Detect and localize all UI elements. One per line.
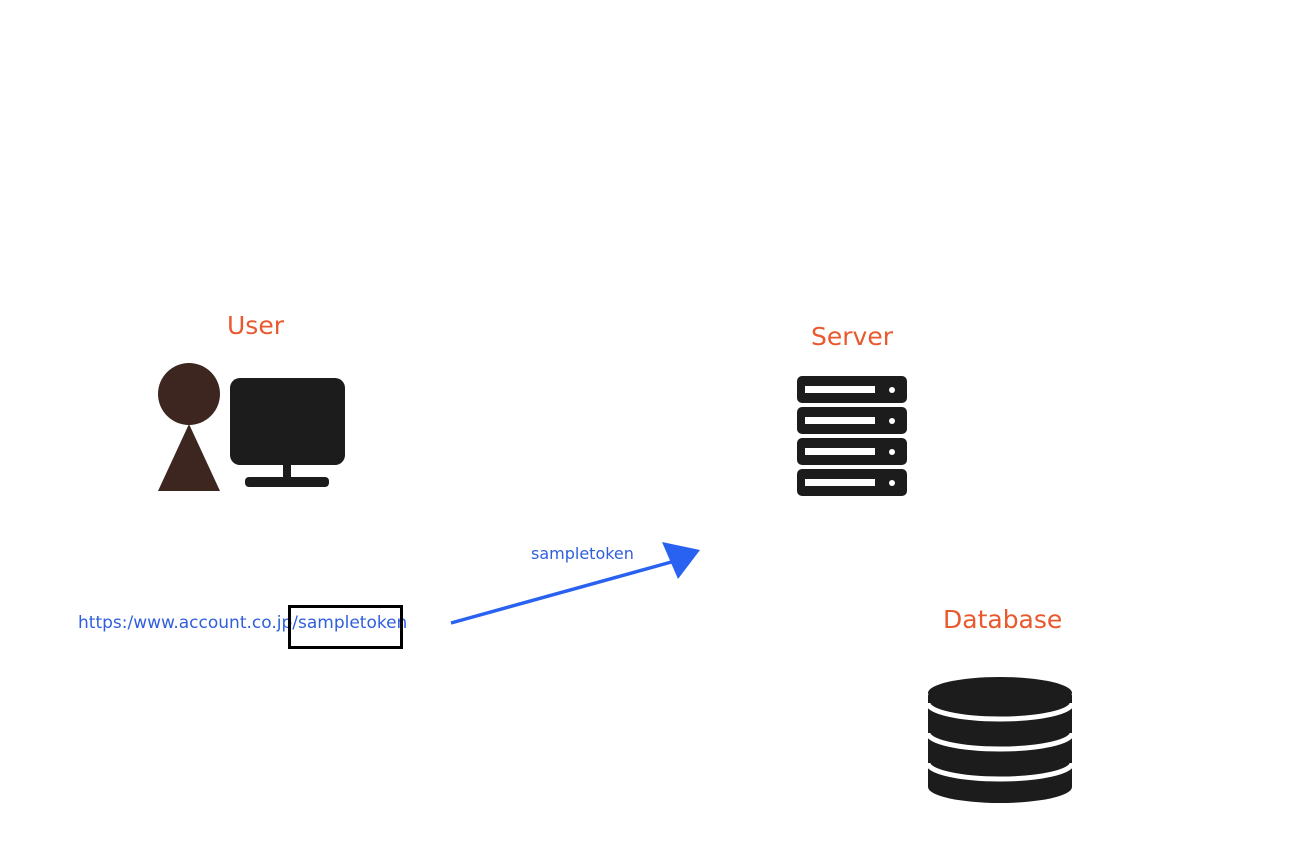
- server-unit-1: [797, 376, 907, 403]
- monitor-screen-icon: [230, 378, 345, 465]
- server-unit-2: [797, 407, 907, 434]
- arrowhead-icon: [662, 542, 700, 579]
- server-unit-4: [797, 469, 907, 496]
- database-label: Database: [943, 605, 1063, 634]
- server-label: Server: [811, 322, 893, 351]
- server-unit-3: [797, 438, 907, 465]
- url-text: https:/www.account.co.jp/sampletoken: [78, 613, 408, 633]
- server-rack-icon: [797, 376, 907, 496]
- person-body-icon: [158, 424, 220, 491]
- user-label: User: [227, 311, 284, 340]
- monitor-base-icon: [245, 477, 329, 487]
- monitor-stand-icon: [283, 463, 291, 479]
- database-cylinder-icon: [925, 677, 1075, 803]
- token-highlight-box: [288, 605, 403, 649]
- person-head-icon: [158, 363, 220, 425]
- arrow-shaft: [450, 559, 676, 625]
- user-at-computer-icon: [158, 363, 345, 491]
- arrow-label: sampletoken: [531, 544, 634, 563]
